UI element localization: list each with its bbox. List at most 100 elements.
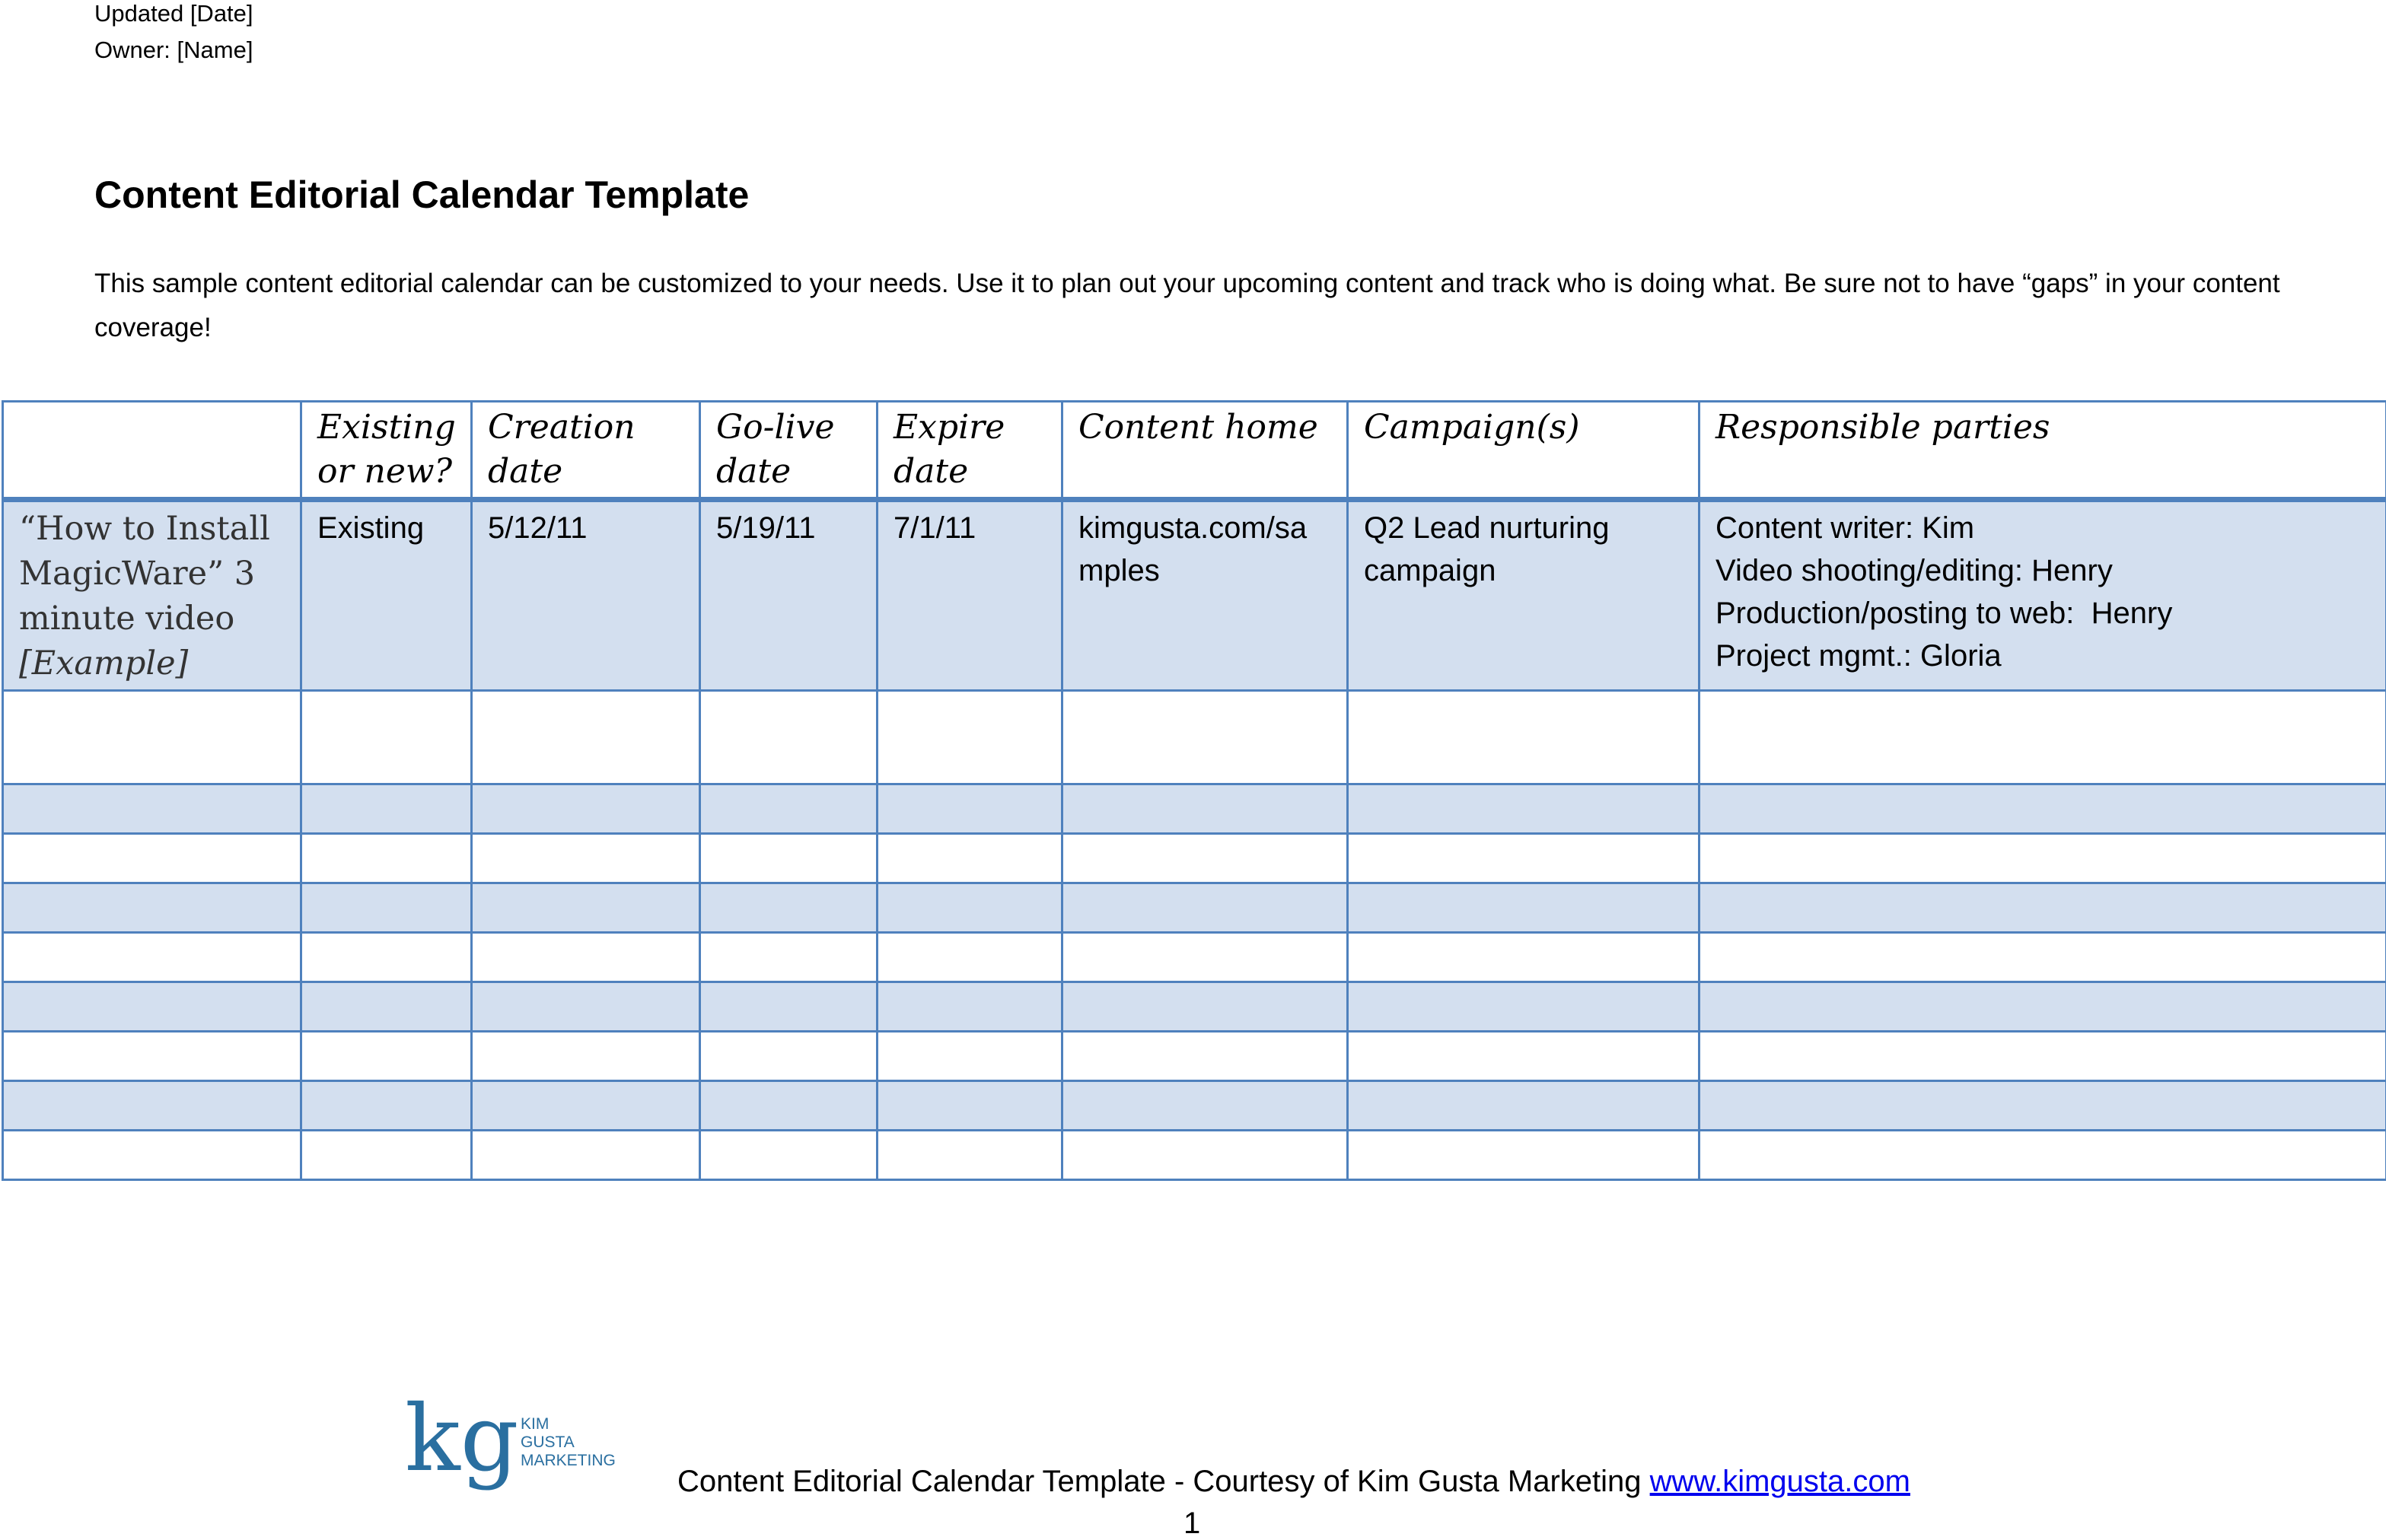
empty-cell[interactable] xyxy=(472,982,700,1032)
footer-credit: Content Editorial Calendar Template - Co… xyxy=(677,1465,1642,1498)
empty-cell[interactable] xyxy=(301,834,472,883)
responsible-line: Video shooting/editing: Henry xyxy=(1715,549,2370,592)
empty-cell[interactable] xyxy=(1348,982,1700,1032)
empty-cell[interactable] xyxy=(3,883,301,933)
empty-cell[interactable] xyxy=(878,834,1062,883)
empty-cell[interactable] xyxy=(1062,834,1348,883)
empty-cell[interactable] xyxy=(301,784,472,834)
example-topic-suffix: [Example] xyxy=(19,644,188,682)
empty-cell[interactable] xyxy=(301,1131,472,1180)
empty-cell[interactable] xyxy=(700,933,878,982)
empty-cell[interactable] xyxy=(3,1131,301,1180)
empty-cell[interactable] xyxy=(878,1081,1062,1131)
empty-cell[interactable] xyxy=(3,834,301,883)
empty-cell[interactable] xyxy=(472,933,700,982)
empty-cell[interactable] xyxy=(1062,1131,1348,1180)
empty-cell[interactable] xyxy=(1700,691,2386,784)
document-title: Content Editorial Calendar Template xyxy=(94,172,749,218)
empty-cell[interactable] xyxy=(301,982,472,1032)
empty-cell[interactable] xyxy=(1348,1081,1700,1131)
empty-cell[interactable] xyxy=(1348,883,1700,933)
empty-cell[interactable] xyxy=(472,691,700,784)
empty-cell[interactable] xyxy=(472,1032,700,1081)
column-header-content-home: Content home xyxy=(1062,402,1348,500)
responsible-line: Content writer: Kim xyxy=(1715,507,2370,549)
footer-website-link[interactable]: www.kimgusta.com xyxy=(1650,1465,1910,1498)
column-header-campaigns: Campaign(s) xyxy=(1348,402,1700,500)
empty-cell[interactable] xyxy=(1700,982,2386,1032)
empty-cell[interactable] xyxy=(472,1131,700,1180)
empty-cell[interactable] xyxy=(878,1032,1062,1081)
responsible-line: Project mgmt.: Gloria xyxy=(1715,635,2370,677)
empty-cell[interactable] xyxy=(1348,691,1700,784)
empty-cell[interactable] xyxy=(472,883,700,933)
empty-cell[interactable] xyxy=(1062,982,1348,1032)
empty-cell[interactable] xyxy=(3,691,301,784)
owner-name: Owner: [Name] xyxy=(94,37,253,64)
table-row xyxy=(3,834,2386,883)
example-topic-cell[interactable]: “How to Install MagicWare” 3 minute vide… xyxy=(3,500,301,691)
empty-cell[interactable] xyxy=(1348,834,1700,883)
empty-cell[interactable] xyxy=(700,982,878,1032)
empty-cell[interactable] xyxy=(700,883,878,933)
empty-cell[interactable] xyxy=(3,1032,301,1081)
empty-cell[interactable] xyxy=(301,933,472,982)
empty-cell[interactable] xyxy=(3,784,301,834)
empty-cell[interactable] xyxy=(700,1131,878,1180)
table-row xyxy=(3,784,2386,834)
example-content-home-cell[interactable]: kimgusta.com/samples xyxy=(1062,500,1348,691)
empty-cell[interactable] xyxy=(3,982,301,1032)
empty-cell[interactable] xyxy=(472,1081,700,1131)
logo-text-line: KIM xyxy=(521,1415,549,1433)
empty-cell[interactable] xyxy=(700,784,878,834)
empty-cell[interactable] xyxy=(1062,1081,1348,1131)
empty-cell[interactable] xyxy=(1348,784,1700,834)
page-number: 1 xyxy=(1183,1507,1200,1540)
empty-cell[interactable] xyxy=(878,982,1062,1032)
empty-cell[interactable] xyxy=(301,1081,472,1131)
empty-cell[interactable] xyxy=(1700,834,2386,883)
table-row xyxy=(3,1081,2386,1131)
example-creation-date-cell[interactable]: 5/12/11 xyxy=(472,500,700,691)
empty-cell[interactable] xyxy=(1348,1032,1700,1081)
empty-cell[interactable] xyxy=(1700,1081,2386,1131)
empty-cell[interactable] xyxy=(1700,784,2386,834)
empty-cell[interactable] xyxy=(878,883,1062,933)
empty-cell[interactable] xyxy=(1700,1032,2386,1081)
empty-cell[interactable] xyxy=(301,1032,472,1081)
logo-letters: kg xyxy=(405,1386,519,1492)
empty-cell[interactable] xyxy=(301,691,472,784)
column-header-expire-date: Expire date xyxy=(878,402,1062,500)
empty-cell[interactable] xyxy=(1062,933,1348,982)
example-campaign-cell[interactable]: Q2 Lead nurturing campaign xyxy=(1348,500,1700,691)
empty-cell[interactable] xyxy=(3,1081,301,1131)
empty-cell[interactable] xyxy=(1062,883,1348,933)
empty-cell[interactable] xyxy=(301,883,472,933)
empty-cell[interactable] xyxy=(1700,883,2386,933)
example-responsible-cell[interactable]: Content writer: Kim Video shooting/editi… xyxy=(1700,500,2386,691)
empty-cell[interactable] xyxy=(878,933,1062,982)
responsible-line: Production/posting to web: Henry xyxy=(1715,592,2370,635)
empty-cell[interactable] xyxy=(1348,933,1700,982)
column-header-creation-date: Creation date xyxy=(472,402,700,500)
empty-cell[interactable] xyxy=(878,784,1062,834)
empty-cell[interactable] xyxy=(1062,784,1348,834)
empty-cell[interactable] xyxy=(1348,1131,1700,1180)
empty-cell[interactable] xyxy=(1062,1032,1348,1081)
empty-cell[interactable] xyxy=(1700,1131,2386,1180)
empty-cell[interactable] xyxy=(1700,933,2386,982)
empty-cell[interactable] xyxy=(700,1032,878,1081)
empty-cell[interactable] xyxy=(1062,691,1348,784)
empty-cell[interactable] xyxy=(878,1131,1062,1180)
empty-cell[interactable] xyxy=(472,784,700,834)
empty-cell[interactable] xyxy=(700,1081,878,1131)
logo-text-line: GUSTA xyxy=(521,1433,575,1451)
empty-cell[interactable] xyxy=(700,834,878,883)
example-go-live-date-cell[interactable]: 5/19/11 xyxy=(700,500,878,691)
example-existing-cell[interactable]: Existing xyxy=(301,500,472,691)
example-expire-date-cell[interactable]: 7/1/11 xyxy=(878,500,1062,691)
empty-cell[interactable] xyxy=(700,691,878,784)
empty-cell[interactable] xyxy=(472,834,700,883)
empty-cell[interactable] xyxy=(878,691,1062,784)
empty-cell[interactable] xyxy=(3,933,301,982)
